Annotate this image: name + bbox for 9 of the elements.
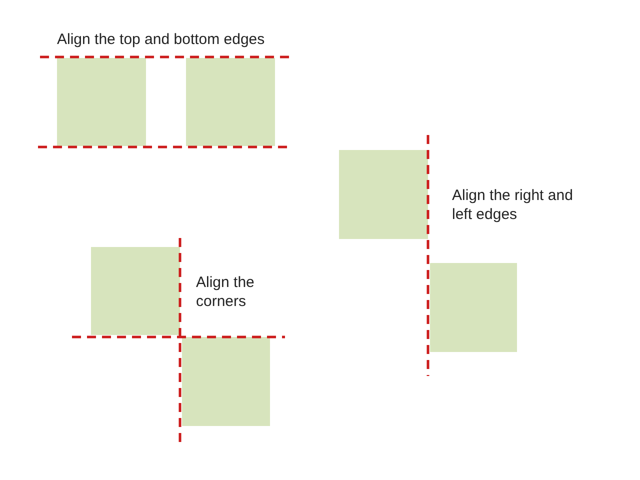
instruction-text: Align the top and bottom edges (57, 30, 266, 49)
square (186, 58, 275, 146)
square (339, 150, 428, 239)
square (182, 337, 270, 426)
square (91, 247, 180, 335)
square (430, 263, 517, 352)
square (57, 58, 146, 146)
instruction-text: Align the corners (196, 273, 256, 311)
instruction-text: Align the right and left edges (452, 186, 574, 224)
